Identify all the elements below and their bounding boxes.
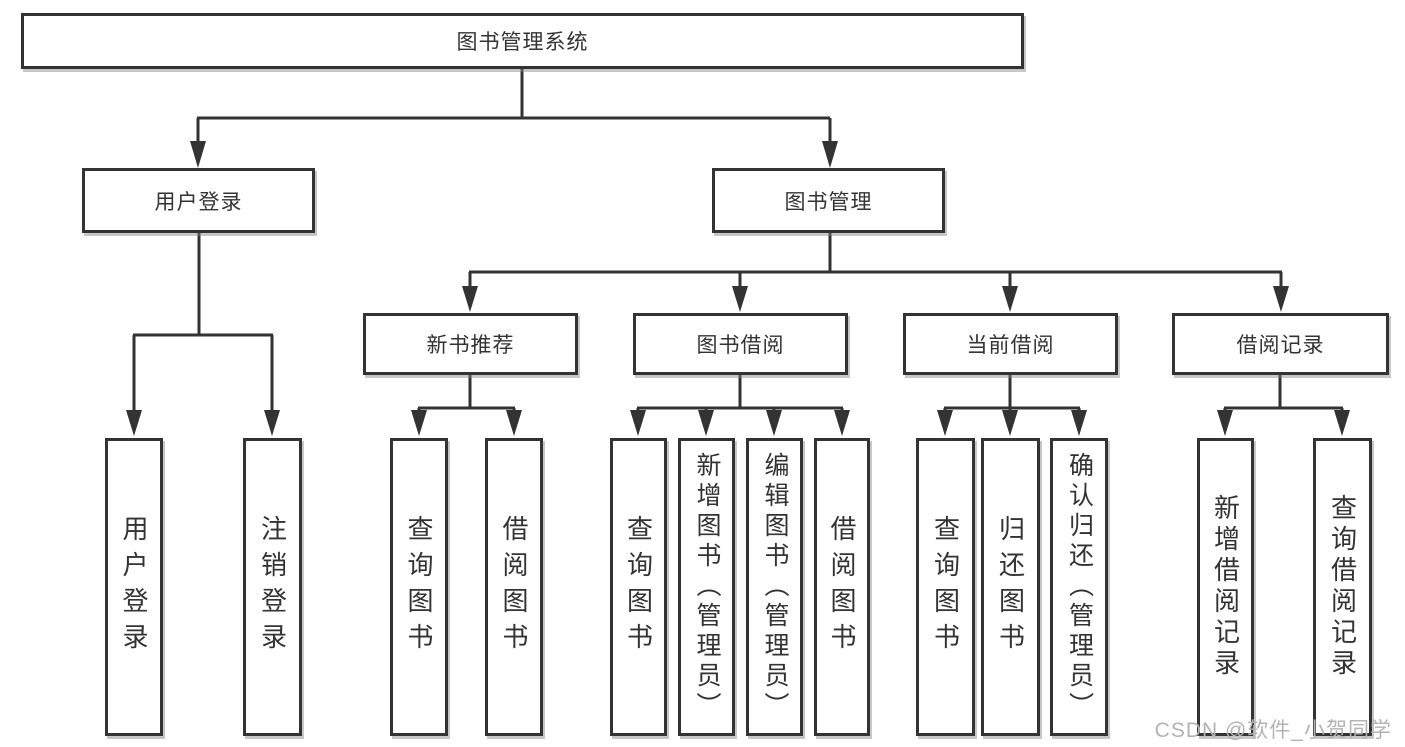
node-user-login-label: 用户登录	[154, 190, 243, 214]
leaf-return-books-label: 归还图书	[995, 515, 1026, 659]
leaf-add-book-admin: 新增图书（管理员）	[678, 438, 735, 736]
leaf-user-login-label: 用户登录	[119, 515, 149, 659]
leaf-edit-book-admin: 编辑图书（管理员）	[746, 438, 803, 736]
leaf-recommend-query-books: 查询图书	[390, 438, 448, 736]
node-book-management: 图书管理	[712, 168, 945, 233]
node-borrowing-records-label: 借阅记录	[1236, 334, 1325, 357]
leaf-logout-label: 注销登录	[257, 515, 288, 659]
leaf-add-borrow-record-label: 新增借阅记录	[1210, 494, 1241, 680]
node-book-borrowing-label: 图书借阅	[696, 334, 785, 357]
leaf-current-query-books: 查询图书	[916, 438, 975, 736]
node-current-borrowing: 当前借阅	[903, 313, 1118, 375]
leaf-add-borrow-record: 新增借阅记录	[1197, 438, 1254, 736]
leaf-edit-book-admin-label: 编辑图书（管理员）	[761, 452, 789, 722]
node-borrowing-records: 借阅记录	[1172, 313, 1389, 375]
leaf-confirm-return-admin: 确认归还（管理员）	[1050, 438, 1108, 736]
leaf-confirm-return-admin-label: 确认归还（管理员）	[1065, 452, 1094, 722]
leaf-recommend-borrow-books-label: 借阅图书	[499, 515, 529, 659]
leaf-user-login: 用户登录	[105, 438, 163, 736]
leaf-borrowing-borrow-books: 借阅图书	[814, 438, 870, 736]
node-root-label: 图书管理系统	[456, 31, 589, 54]
node-new-book-recommend-label: 新书推荐	[426, 334, 515, 357]
node-root: 图书管理系统	[21, 13, 1024, 69]
leaf-add-book-admin-label: 新增图书（管理员）	[693, 452, 721, 722]
leaf-current-query-books-label: 查询图书	[930, 515, 961, 659]
leaf-borrowing-borrow-books-label: 借阅图书	[827, 515, 857, 659]
node-user-login: 用户登录	[82, 168, 315, 233]
node-book-management-label: 图书管理	[784, 190, 873, 214]
leaf-logout: 注销登录	[243, 438, 302, 736]
leaf-recommend-borrow-books: 借阅图书	[485, 438, 543, 736]
leaf-recommend-query-books-label: 查询图书	[404, 515, 434, 659]
node-new-book-recommend: 新书推荐	[363, 313, 578, 375]
node-book-borrowing: 图书借阅	[633, 313, 848, 375]
leaf-borrowing-query-books-label: 查询图书	[623, 515, 654, 659]
leaf-query-borrow-record-label: 查询借阅记录	[1327, 494, 1358, 680]
node-current-borrowing-label: 当前借阅	[966, 334, 1055, 357]
watermark: CSDN @软件_小贺同学	[1154, 719, 1392, 742]
leaf-borrowing-query-books: 查询图书	[610, 438, 667, 736]
leaf-query-borrow-record: 查询借阅记录	[1313, 438, 1372, 736]
leaf-return-books: 归还图书	[981, 438, 1040, 736]
